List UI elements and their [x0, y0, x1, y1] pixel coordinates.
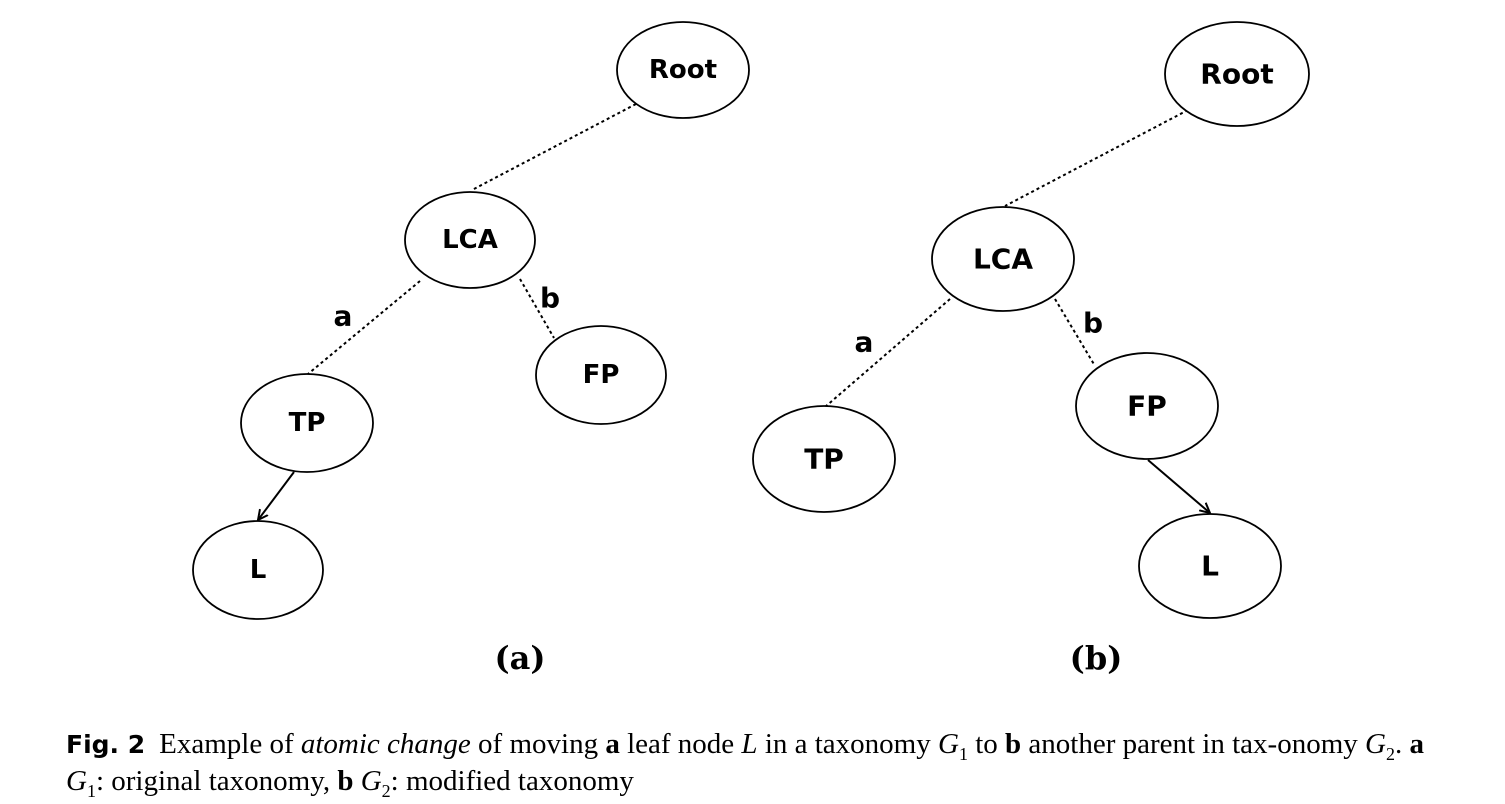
caption-text: leaf node: [619, 728, 742, 760]
caption-subscript: 1: [86, 780, 96, 801]
node-fp-b: [1075, 352, 1219, 460]
caption-text: : original taxonomy,: [95, 765, 338, 797]
caption-subscript: 2: [381, 780, 391, 801]
caption-panel-ref-a: a: [1409, 728, 1424, 760]
edge-tp-leaf-a: [258, 471, 295, 520]
edge-lca-tp-a: [307, 280, 421, 375]
node-fp-a: [535, 325, 667, 425]
caption-subscript: 2: [1385, 743, 1395, 764]
caption-text: another parent in tax-onomy: [1021, 728, 1366, 760]
node-root-label: Root: [1200, 58, 1273, 91]
node-fp-label: FP: [1127, 390, 1167, 423]
node-lca-label: LCA: [973, 243, 1033, 276]
caption-math: L: [741, 728, 758, 760]
edge-fp-leaf-b: [1147, 459, 1210, 513]
caption-text: of moving: [470, 728, 606, 760]
node-root-label: Root: [649, 55, 717, 85]
edge-label-a: a: [334, 300, 353, 333]
edge-label-b: b: [1083, 307, 1103, 340]
edge-label-a: a: [855, 326, 874, 359]
figure-label: Fig. 2: [66, 730, 146, 759]
caption-panel-ref-b: b: [1005, 728, 1022, 760]
figure-caption: Fig. 2 Example of atomic change of moving…: [66, 726, 1446, 801]
panel-label-b: (b): [1070, 639, 1123, 677]
caption-math: G: [1365, 728, 1386, 760]
caption-text: in a taxonomy: [757, 728, 938, 760]
node-root-a: [616, 21, 750, 119]
node-leaf-label: L: [250, 555, 267, 585]
node-fp-label: FP: [583, 360, 620, 390]
edge-label-b: b: [540, 282, 560, 315]
caption-math: G: [937, 728, 959, 760]
caption-text: .: [1394, 728, 1410, 760]
edge-lca-fp-b: [1054, 298, 1096, 367]
node-tp-a: [240, 373, 374, 473]
caption-panel-ref-a: a: [605, 728, 620, 760]
node-root-b: [1164, 21, 1310, 127]
caption-text: to: [967, 728, 1005, 760]
panel-b: Root LCA TP FP L a b (b): [752, 21, 1310, 677]
caption-panel-ref-b: b: [337, 765, 354, 797]
node-lca-a: [404, 191, 536, 289]
caption-text: : modified taxonomy: [390, 765, 634, 797]
node-leaf-b: [1138, 513, 1282, 619]
panel-label-a: (a): [494, 639, 545, 677]
caption-math: G: [353, 765, 382, 797]
caption-emphasis: atomic change: [300, 728, 471, 760]
node-leaf-label: L: [1201, 550, 1219, 583]
edge-lca-tp-b: [824, 298, 951, 408]
node-tp-label: TP: [289, 408, 326, 438]
caption-math: G: [66, 765, 87, 797]
taxonomy-diagram: Root LCA TP FP L a b (a) Root LCA TP FP …: [192, 21, 1310, 677]
edge-root-lca-b: [1004, 109, 1189, 207]
node-leaf-a: [192, 520, 324, 620]
edge-root-lca-a: [471, 103, 637, 191]
node-tp-label: TP: [804, 443, 844, 476]
caption-subscript: 1: [958, 743, 968, 764]
node-tp-b: [752, 405, 896, 513]
node-lca-label: LCA: [442, 225, 498, 255]
panel-a: Root LCA TP FP L a b (a): [192, 21, 750, 677]
caption-text: Example of: [159, 728, 301, 760]
edge-lca-fp-a: [519, 278, 555, 339]
node-lca-b: [931, 206, 1075, 312]
